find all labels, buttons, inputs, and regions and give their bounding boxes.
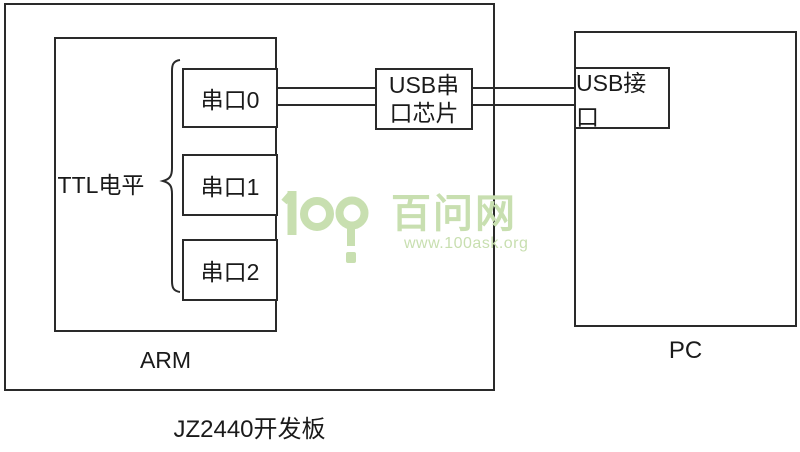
usb-serial-chip-box: USB串 口芯片 [375,68,473,130]
curly-brace-icon [159,59,181,293]
serial-port-2-box: 串口2 [182,239,278,301]
jz2440-board-box [4,3,495,391]
connection-line-chip-to-pc-bottom [473,104,574,106]
usb-chip-label-line1: USB串 [388,72,460,98]
logo-100ask-icon [281,191,369,263]
serial-port-0-box: 串口0 [182,68,278,128]
serial-port-1-box: 串口1 [182,154,278,216]
connection-line-serial-to-chip-top [278,87,375,89]
pc-label: PC [668,337,703,364]
usb-port-box: USB接口 [574,67,670,130]
arm-label: ARM [139,347,192,373]
connection-line-serial-to-chip-bottom [278,104,375,106]
usb-chip-label-line2: 口芯片 [389,100,459,126]
watermark-brand: 百问网 [391,192,517,236]
pc-box [574,31,797,327]
board-title: JZ2440开发板 [173,416,326,443]
watermark-url: www.100ask.org [404,235,529,252]
ttl-level-label: TTL电平 [57,172,145,198]
connection-line-chip-to-pc-top [473,87,574,89]
